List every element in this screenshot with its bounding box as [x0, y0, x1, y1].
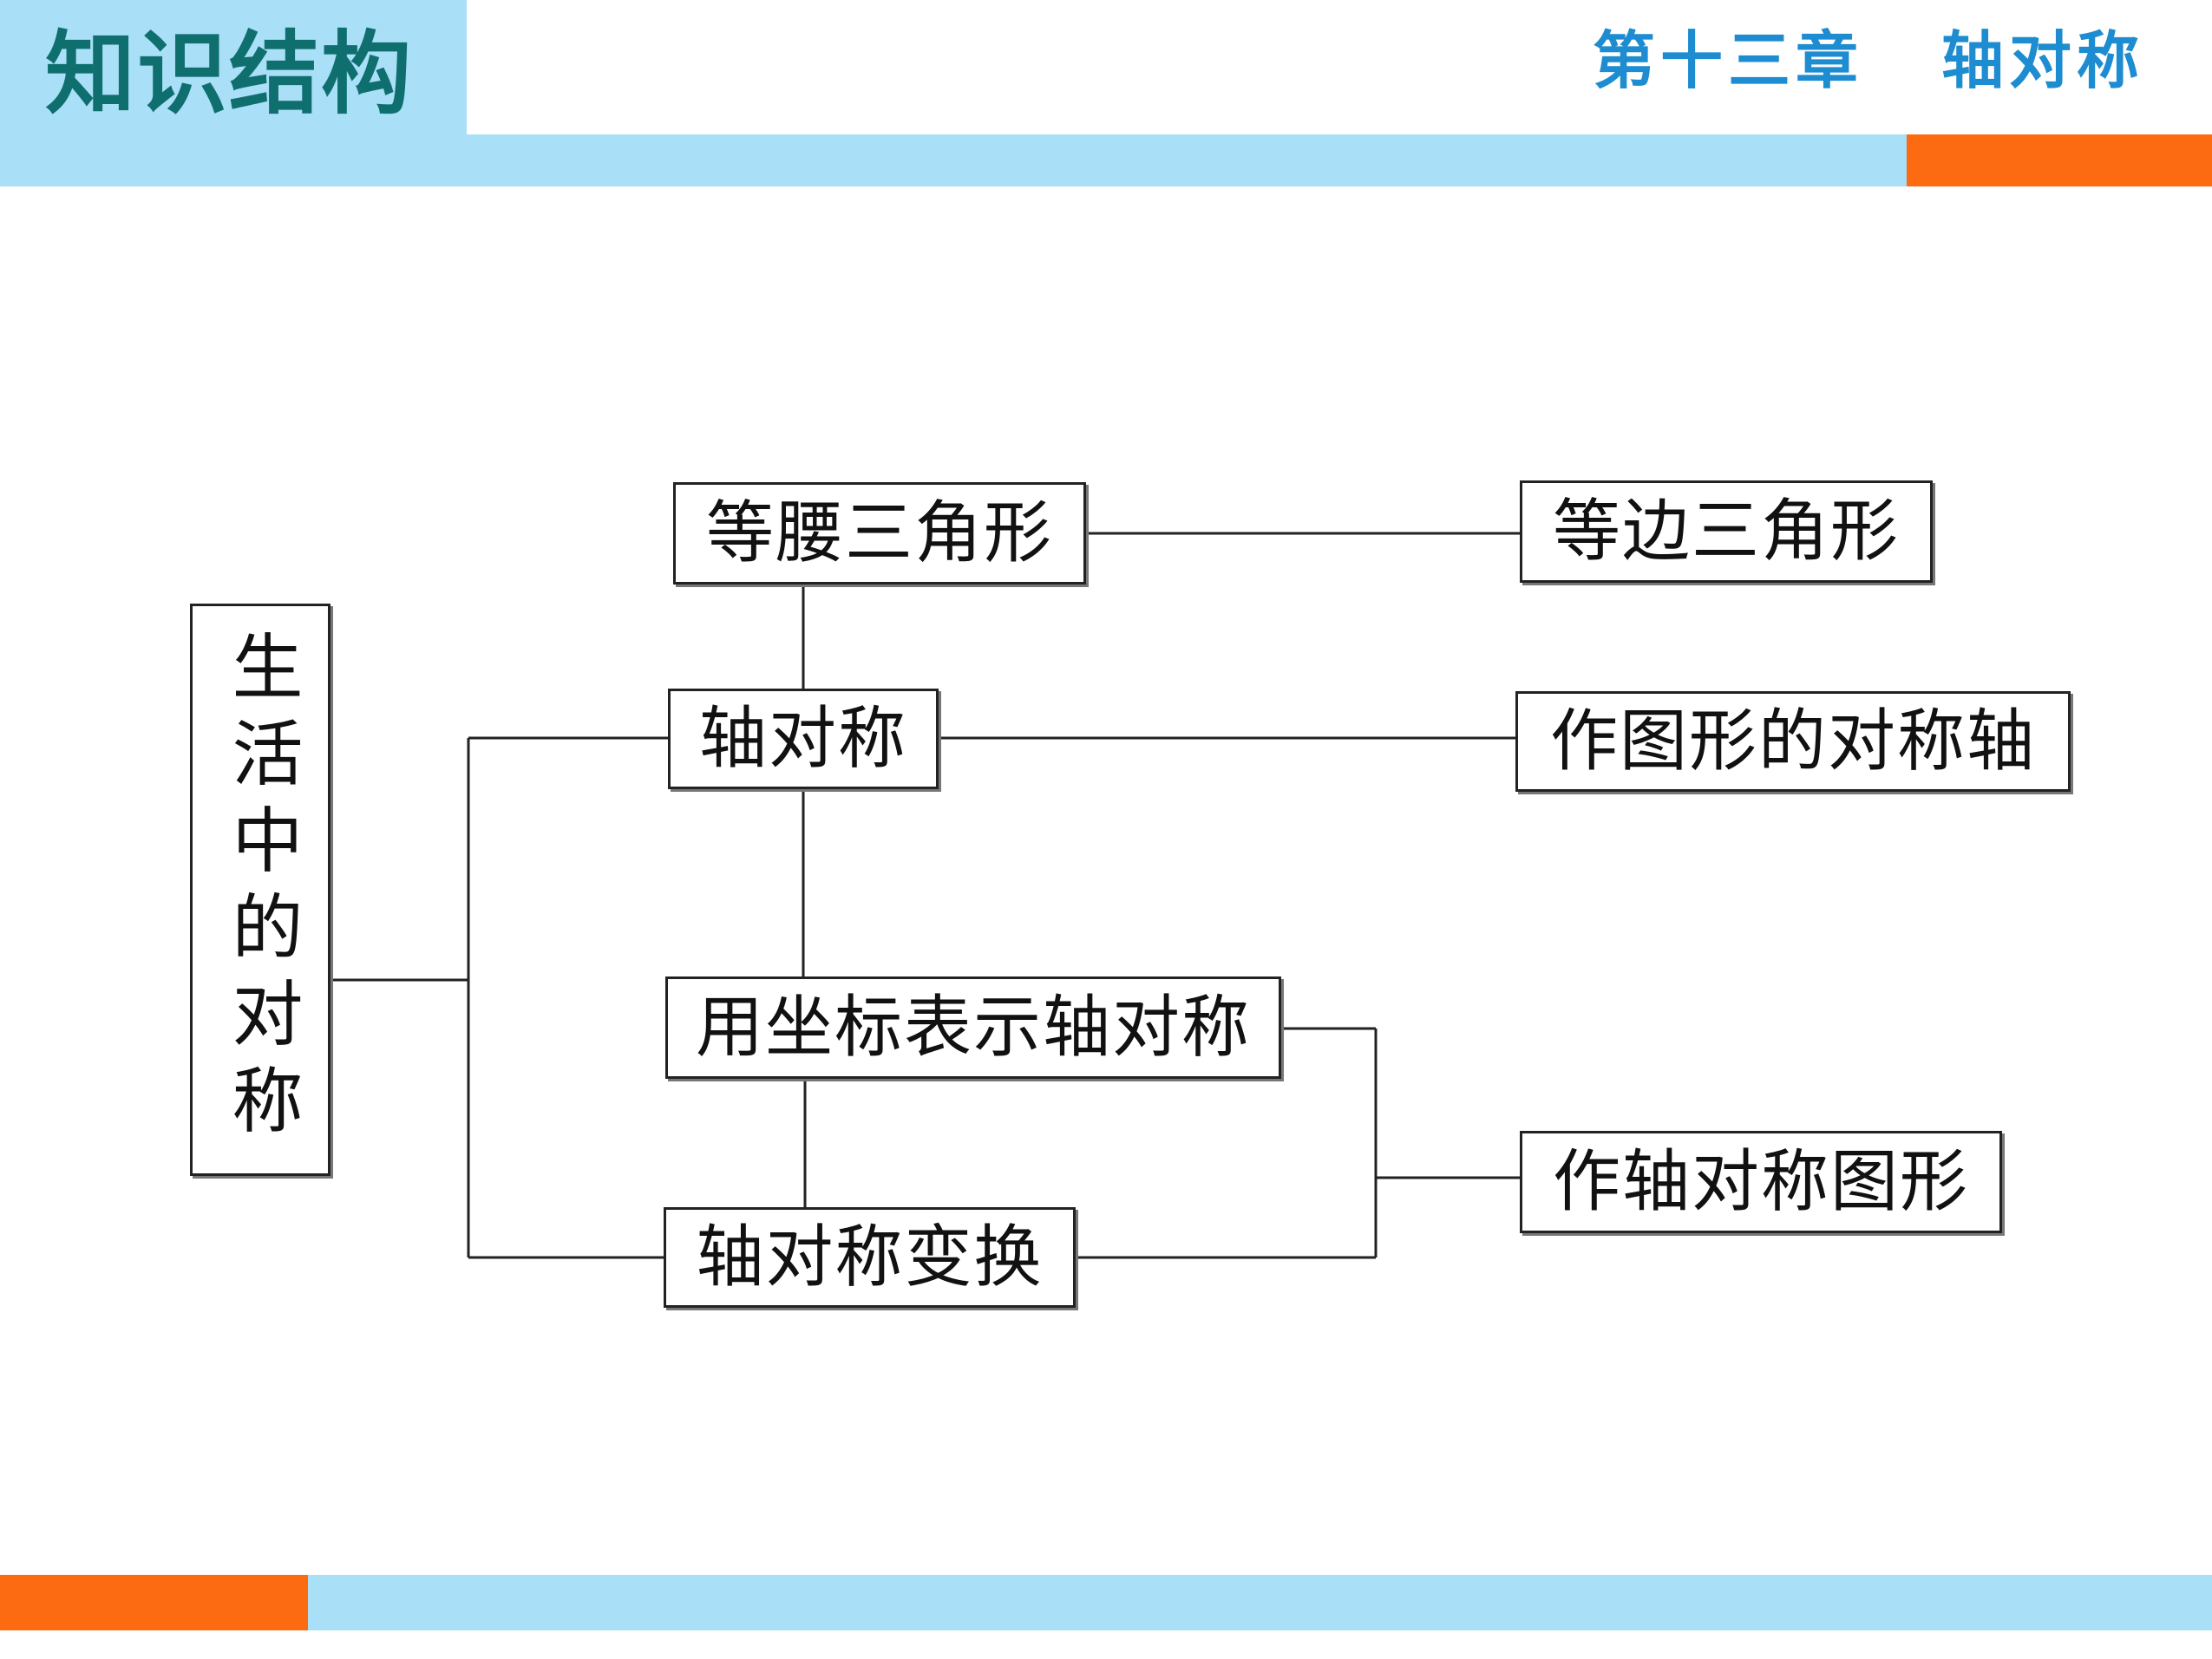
node-root: 生活中的对称 [190, 604, 330, 1176]
section-title: 知识结构 [45, 21, 414, 127]
chapter-topic: 轴对称 [1940, 24, 2144, 97]
node-axial-symmetry: 轴对称 [668, 689, 939, 789]
footer-orange-accent [0, 1575, 308, 1630]
section-title-block: 知识结构 [0, 0, 467, 134]
node-axial-symmetry-transform: 轴对称变换 [664, 1207, 1076, 1308]
footer-blue-strip [308, 1575, 2212, 1630]
chapter-label: 第十三章 [1592, 24, 1863, 97]
node-draw-symmetric-figure: 作轴对称图形 [1520, 1131, 2002, 1233]
node-coordinates-representation: 用坐标表示轴对称 [665, 976, 1281, 1079]
header-blue-strip [0, 134, 1907, 186]
node-equilateral-triangle: 等边三角形 [1520, 480, 1933, 583]
node-isosceles-triangle: 等腰三角形 [673, 482, 1086, 585]
chapter-heading: 第十三章 轴对称 [1593, 17, 2144, 104]
header-orange-accent [1907, 134, 2212, 186]
node-draw-symmetry-axis: 作图形的对称轴 [1515, 691, 2071, 792]
